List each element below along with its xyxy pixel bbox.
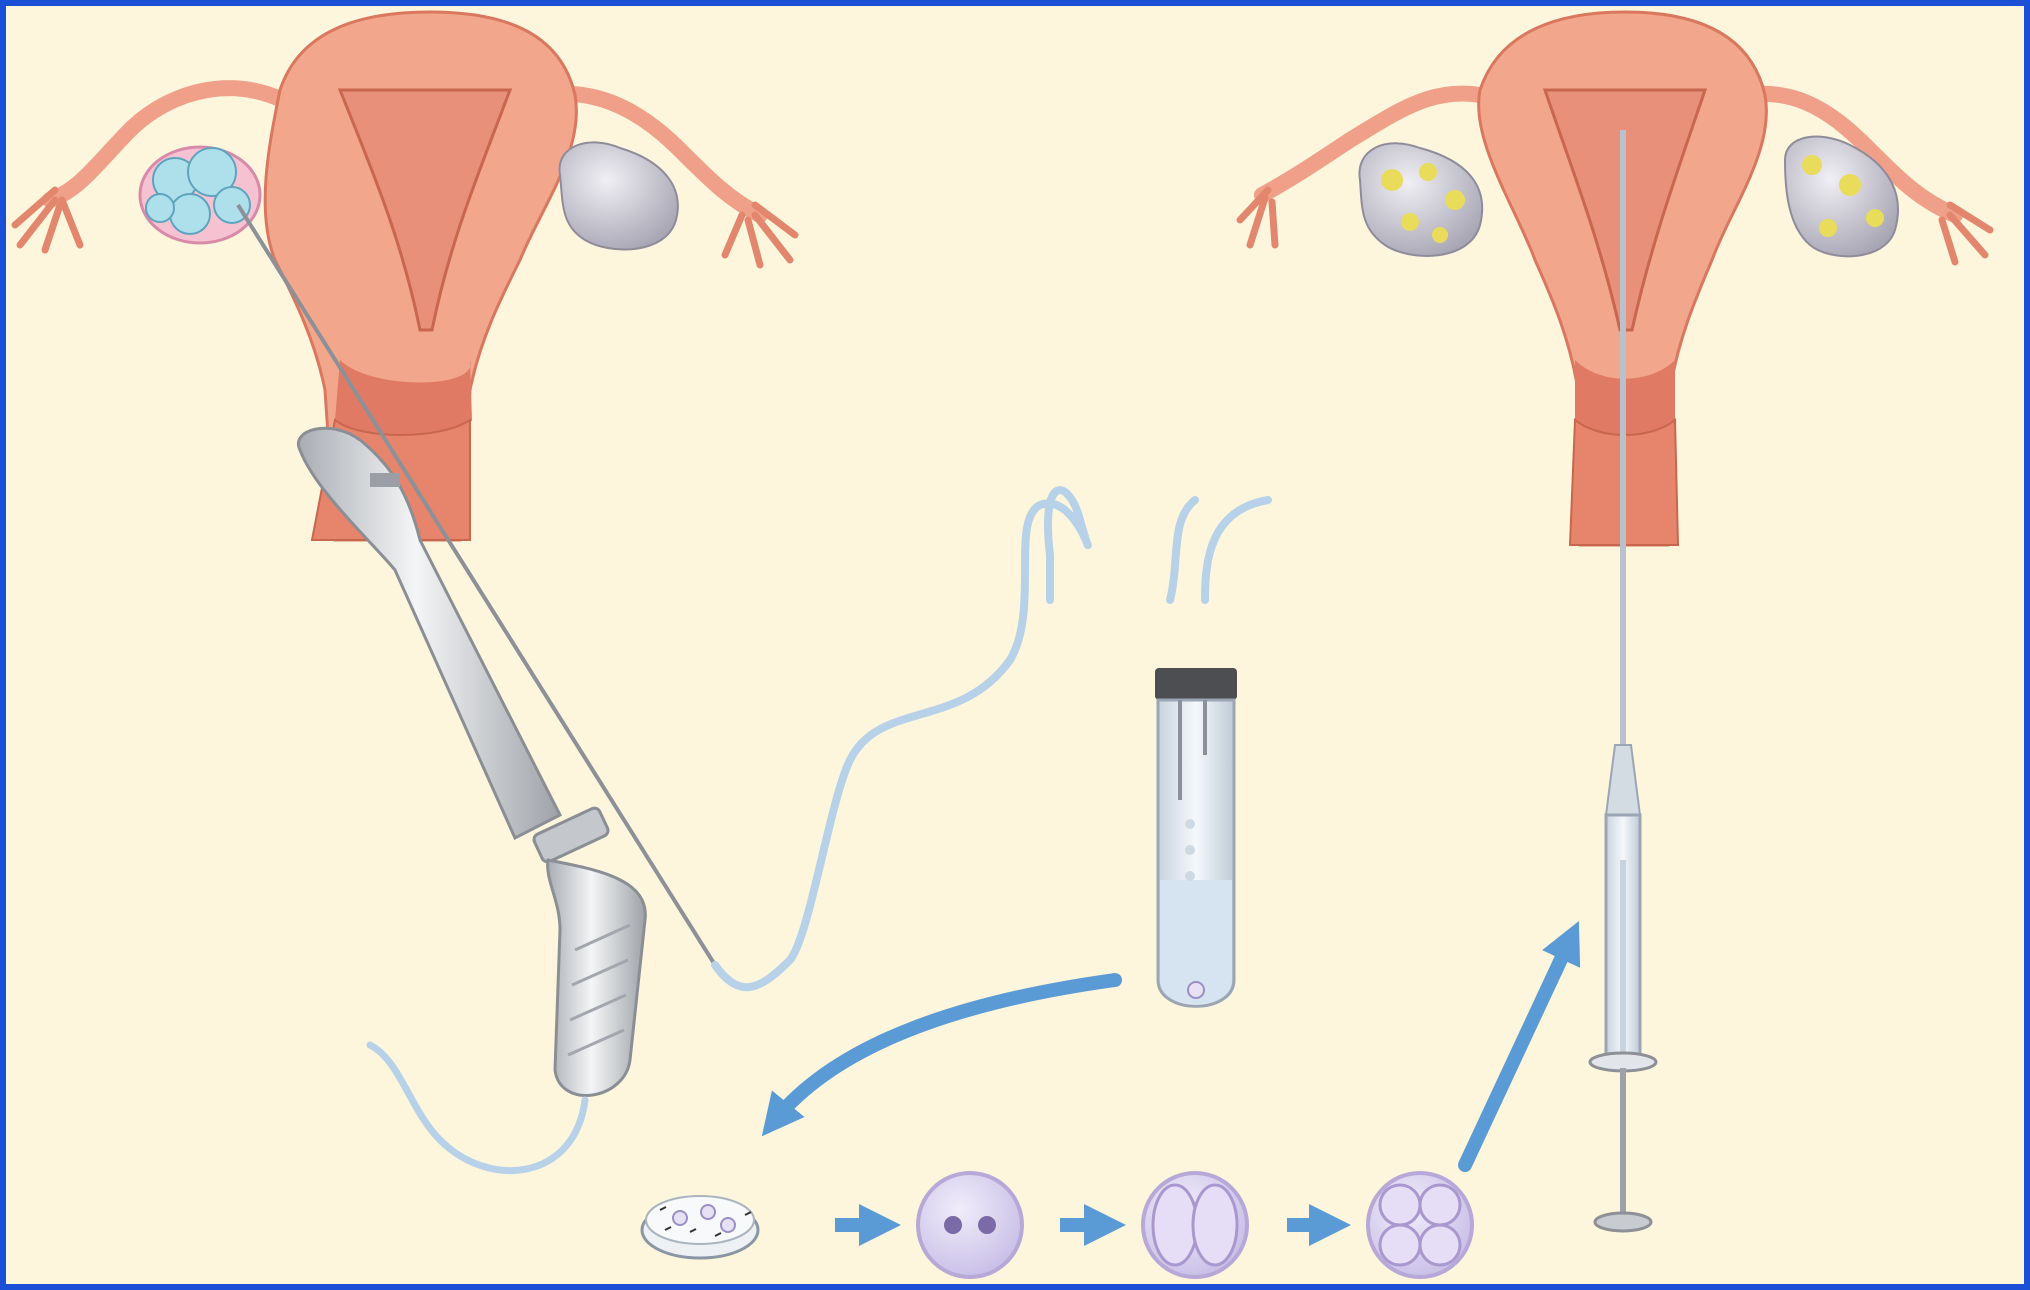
corpus-luteum (1419, 163, 1437, 181)
egg-cell (673, 1211, 687, 1225)
collection-tube (1155, 668, 1237, 1006)
zygote (918, 1173, 1022, 1277)
blastomere (1420, 1185, 1460, 1225)
droplet (1185, 819, 1195, 829)
corpus-luteum (1445, 190, 1465, 210)
corpus-luteum (1866, 209, 1884, 227)
blastomere (1380, 1185, 1420, 1225)
blastomere (1380, 1225, 1420, 1265)
blastomere (1420, 1225, 1460, 1265)
tube-cap (1155, 668, 1237, 700)
follicle (146, 194, 174, 222)
egg-cell (721, 1218, 735, 1232)
egg-in-tube (1188, 982, 1204, 998)
blastomere (1153, 1185, 1197, 1265)
follicle (170, 194, 210, 234)
corpus-luteum (1432, 227, 1448, 243)
droplet (1185, 871, 1195, 881)
probe-handle (548, 860, 646, 1095)
corpus-luteum (1401, 213, 1419, 231)
egg-cell (701, 1205, 715, 1219)
pronucleus (944, 1216, 962, 1234)
four-cell-embryo (1368, 1173, 1472, 1277)
corpus-luteum (1802, 155, 1822, 175)
pronucleus (978, 1216, 996, 1234)
corpus-luteum (1819, 219, 1837, 237)
plunger-thumb (1595, 1213, 1651, 1231)
culture-dish (642, 1196, 758, 1258)
two-cell-embryo (1143, 1173, 1247, 1277)
blastomere (1193, 1185, 1237, 1265)
droplet (1185, 845, 1195, 855)
stimulated-ovary (140, 147, 260, 243)
corpus-luteum (1381, 169, 1403, 191)
corpus-luteum (1839, 174, 1861, 196)
